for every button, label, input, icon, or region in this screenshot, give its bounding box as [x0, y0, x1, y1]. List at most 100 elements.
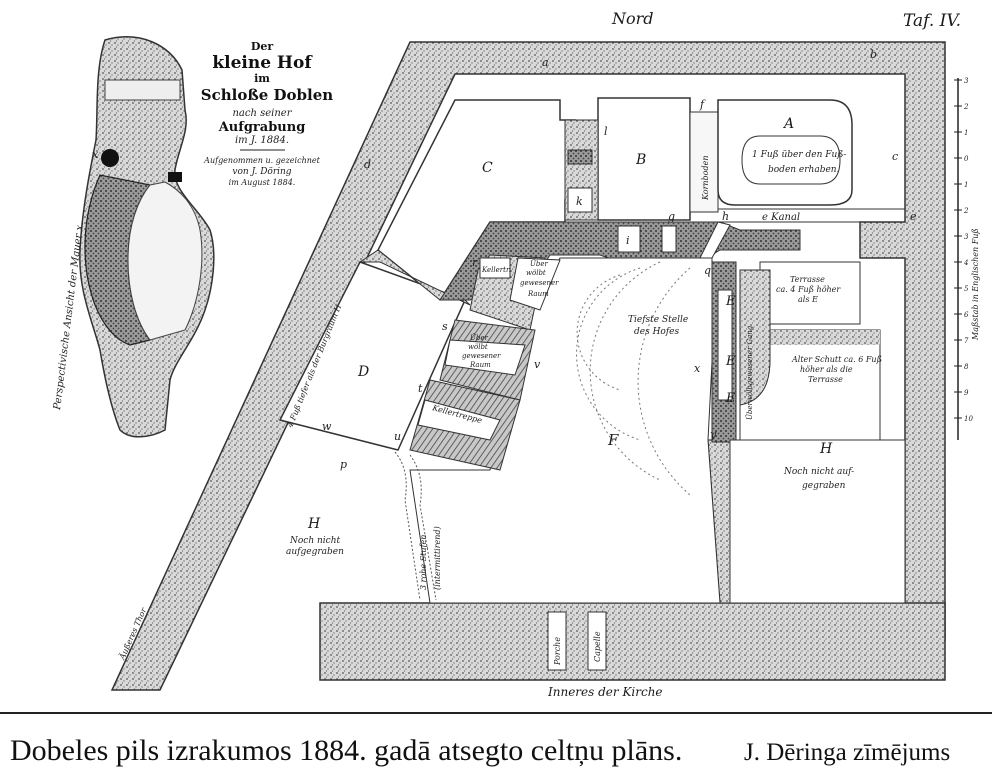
room-E2-label: E: [725, 354, 736, 369]
title-line-2: kleine Hof: [212, 53, 313, 73]
perspective-inset: Perspectivische Ansicht der Mauer x. x: [52, 36, 215, 438]
reference-letters: a b c d e f g h i k l p q r s t u v w x …: [322, 48, 917, 471]
area-H-right: [729, 439, 906, 604]
cellar-stairs-small-label: Kellertr.: [481, 266, 511, 274]
letter-g: g: [668, 210, 675, 223]
vaulted-1-line-4: Raum: [527, 290, 549, 298]
title-line-4: Schloße Doblen: [201, 86, 333, 104]
letter-f: f: [699, 98, 706, 111]
vaulted-2-line-3: gewesener: [462, 352, 501, 360]
vaulted-1-line-3: gewesener: [520, 279, 559, 287]
caption-author: J. Dēringa zīmējums: [744, 739, 951, 766]
room-H-left-note-2: aufgegraben: [286, 547, 344, 557]
steps-label-2: (intermittirend): [433, 526, 442, 590]
letter-i: i: [626, 234, 630, 247]
rubble-line-3: Terrasse: [808, 375, 843, 384]
scale-tick-13: 10: [964, 415, 973, 423]
block-k-dark: [567, 149, 593, 165]
room-H-right-label: H: [819, 441, 833, 457]
scale-tick-0: 3: [964, 77, 969, 85]
letter-k: k: [576, 195, 583, 208]
room-C-label: C: [482, 160, 493, 176]
letter-l: l: [604, 125, 608, 138]
room-A-label: A: [782, 116, 794, 132]
church-interior-label: Inneres der Kirche: [547, 685, 663, 699]
scale-tick-7: 4: [963, 259, 968, 267]
room-B-label: B: [635, 152, 646, 168]
letter-y: y: [709, 428, 717, 441]
church-strip-2: [587, 611, 607, 671]
vaulted-2-line-4: Raum: [469, 361, 491, 369]
plate-label: Taf. IV.: [903, 11, 961, 31]
north-label: Nord: [611, 9, 654, 28]
castle-excavation-plan: Perspectivische Ansicht der Mauer x. x D…: [52, 9, 980, 699]
room-F-note-1: Tiefste Stelle: [628, 315, 688, 325]
scale-bar: 3 2 1 0 1 2 3 4 5 6 7 8 9 10 Maßstab in …: [954, 77, 980, 440]
letter-p: p: [340, 458, 347, 471]
room-H-left-note-1: Noch nicht: [289, 536, 341, 546]
vaulted-1-line-1: Über: [530, 259, 549, 268]
room-H-right-note-1: Noch nicht auf-: [783, 467, 854, 477]
inset-dark-spot: [101, 149, 119, 167]
letter-s: s: [442, 320, 448, 333]
passage-g: [661, 225, 677, 253]
steps-curve-2: [409, 454, 437, 601]
diagonal-channel: [699, 221, 731, 259]
terrace-line-3: als E: [798, 295, 818, 304]
gang-label: Überwölbgewesener Gang: [745, 325, 754, 420]
inset-top-band: [104, 79, 181, 101]
letter-h: h: [722, 210, 729, 223]
block-k: [567, 187, 593, 213]
inset-letter-x: x: [92, 148, 99, 161]
passage-i: [617, 225, 641, 253]
inset-courtyard: [127, 181, 203, 341]
rubble-line-1: Alter Schutt ca. 6 Fuß: [791, 355, 882, 364]
scale-tick-5: 2: [963, 207, 969, 215]
scale-tick-2: 1: [964, 129, 968, 137]
steps-label-1: 3 rohe Stufen: [419, 535, 428, 590]
letter-x: x: [694, 362, 701, 375]
inset-side-note: Perspectivische Ansicht der Mauer x.: [52, 221, 86, 411]
steps-curve: [394, 451, 421, 601]
block-r: [479, 257, 511, 279]
scale-tick-11: 8: [964, 363, 969, 371]
vaulted-1-line-2: wölbt: [526, 269, 546, 277]
kornboden-strip: [689, 111, 719, 213]
vaulted-room-middle-inner: [444, 339, 526, 376]
room-F-label: F: [607, 431, 619, 449]
letter-d: d: [364, 158, 371, 171]
letter-a: a: [542, 56, 549, 69]
room-A: [717, 99, 853, 206]
title-line-3: im: [254, 72, 270, 85]
title-line-1: Der: [251, 40, 274, 53]
letter-e: e: [910, 210, 917, 223]
scale-tick-12: 9: [964, 389, 969, 397]
church-wall: [319, 602, 946, 681]
scale-tick-6: 3: [964, 233, 969, 241]
terrace-line-1: Terrasse: [790, 275, 825, 284]
corridor-E-inner: [717, 289, 733, 401]
vaulted-2-line-1: Über: [470, 333, 489, 342]
letter-v: v: [534, 358, 541, 371]
letter-q: q: [704, 264, 711, 277]
room-E1-label: E: [725, 294, 736, 309]
scale-ticks: [954, 79, 962, 419]
inset-small-block: [168, 172, 182, 182]
church-side-label-2: Capelle: [593, 631, 602, 662]
title-line-6: Aufgrabung: [218, 120, 306, 135]
vaulted-2-line-2: wölbt: [468, 343, 488, 351]
title-line-7: im J. 1884.: [235, 135, 289, 146]
letter-b: b: [870, 48, 877, 61]
terrace: [759, 261, 861, 325]
scale-label: Maßstab in Englischen Fuß: [971, 228, 980, 341]
credit-line-2: von J. Döring: [232, 167, 291, 177]
credit-line-3: im August 1884.: [229, 178, 296, 187]
caption-bar: Dobeles pils izrakumos 1884. gadā atsegt…: [0, 712, 992, 782]
scale-tick-10: 7: [964, 337, 969, 345]
rubble-line-2: höher als die: [800, 365, 853, 374]
letter-c: c: [892, 150, 898, 163]
room-F-note-2: des Hofes: [634, 327, 679, 337]
title-line-5: nach seiner: [232, 108, 292, 119]
letter-r: r: [472, 256, 478, 269]
